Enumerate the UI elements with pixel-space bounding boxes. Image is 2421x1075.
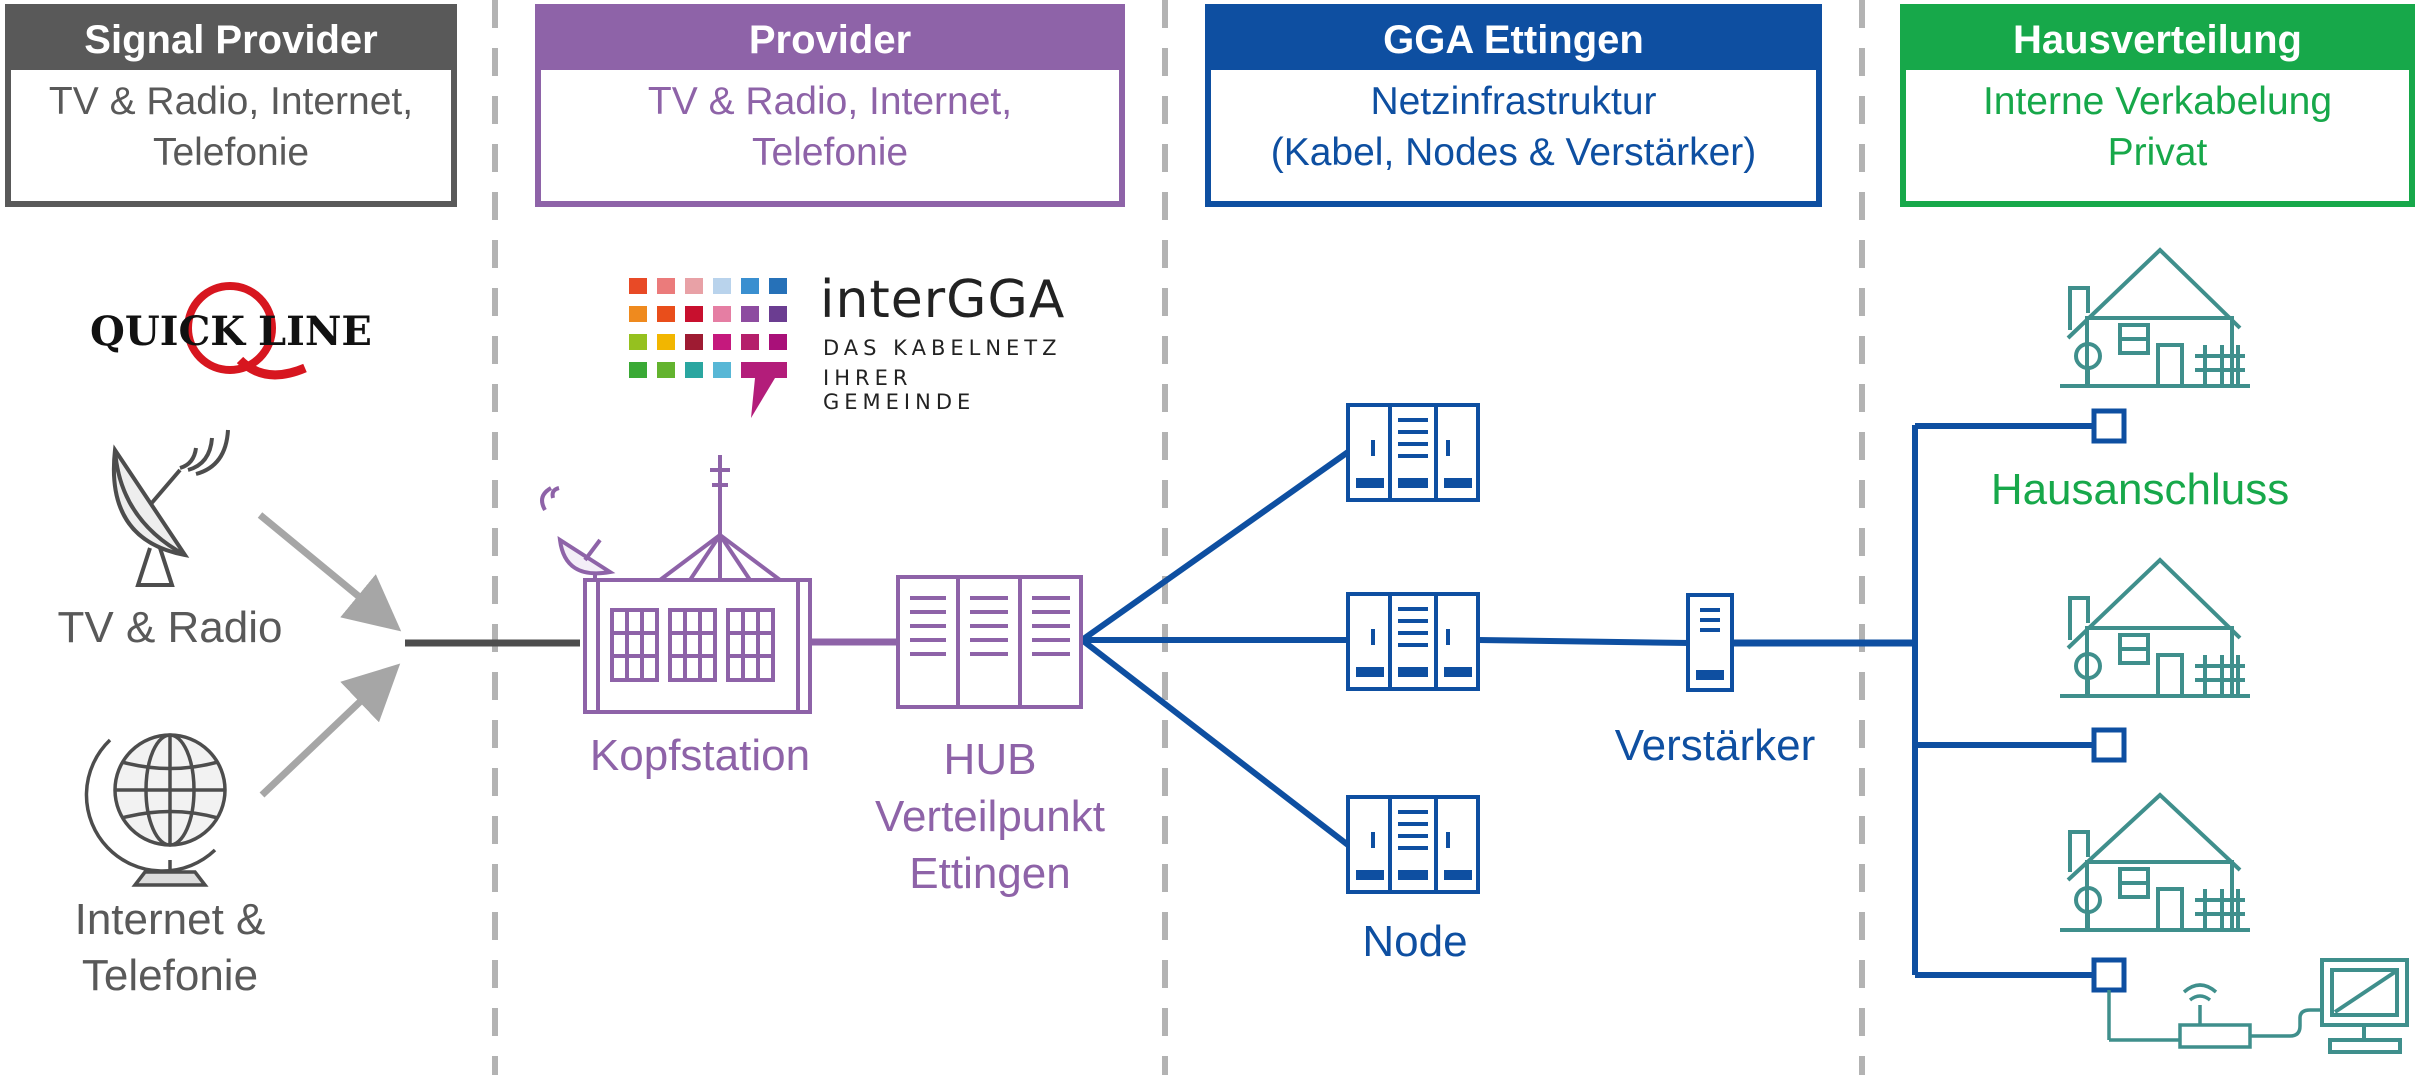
hub-node-top-line — [1080, 449, 1350, 643]
signal-provider-line1: TV & Radio, Internet, — [48, 80, 414, 123]
house-icon — [2060, 247, 2250, 388]
gga-ettingen-title: GGA Ettingen — [1211, 10, 1816, 70]
hub-label-1: HUB — [943, 735, 1037, 784]
tv-radio-arrow — [257, 512, 402, 632]
hausverteilung-line2: Privat — [2107, 131, 2208, 174]
headend-building-icon — [540, 455, 812, 714]
internet-arrow — [259, 663, 401, 798]
house-connection-1 — [2091, 408, 2127, 444]
hausanschluss-label: Hausanschluss — [1990, 465, 2290, 514]
gga-ettingen-line1: Netzinfrastruktur — [1370, 80, 1657, 123]
satellite-dish-icon — [111, 429, 230, 587]
gga-ettingen-line2: (Kabel, Nodes & Verstärker) — [1270, 131, 1757, 174]
intergga-name: interGGA — [820, 270, 1066, 330]
signal-provider-box: Signal Provider TV & Radio, Internet, Te… — [5, 4, 457, 207]
provider-line2: Telefonie — [751, 131, 909, 174]
tv-radio-label: TV & Radio — [57, 603, 283, 652]
internet-label-2: Telefonie — [81, 951, 259, 1000]
kopfstation-label: Kopfstation — [589, 731, 811, 780]
internet-label-1: Internet & — [74, 895, 266, 944]
house-icon — [2060, 557, 2250, 698]
hub-label-2: Verteilpunkt — [875, 792, 1105, 841]
computer-icon — [2320, 958, 2409, 1054]
house-icon — [2060, 792, 2250, 932]
hausverteilung-title: Hausverteilung — [1906, 10, 2409, 70]
hub-label-3: Ettingen — [909, 849, 1071, 898]
hausverteilung-line1: Interne Verkabelung — [1982, 80, 2333, 123]
node-cabinet-icon — [1346, 403, 1480, 502]
signal-provider-line2: Telefonie — [152, 131, 310, 174]
quickline-logo-right: LINE — [258, 308, 372, 355]
intergga-tagline-2: IHRER GEMEINDE — [823, 366, 976, 414]
node-cabinet-icon — [1346, 592, 1480, 691]
amplifier-icon — [1686, 593, 1734, 692]
router-icon — [2107, 983, 2325, 1049]
gga-ettingen-box: GGA Ettingen Netzinfrastruktur (Kabel, N… — [1205, 4, 1822, 207]
provider-box: Provider TV & Radio, Internet, Telefonie — [535, 4, 1125, 207]
provider-line1: TV & Radio, Internet, — [647, 80, 1013, 123]
intergga-tagline-1: DAS KABELNETZ — [823, 336, 1062, 360]
globe-icon — [84, 733, 227, 887]
node-amplifier-line — [1477, 637, 1691, 646]
house-connection-2 — [2091, 727, 2127, 763]
node-cabinet-icon — [1346, 795, 1480, 894]
signal-provider-title: Signal Provider — [11, 10, 451, 70]
hub-node-bottom-line — [1080, 637, 1350, 848]
quickline-logo-left: QUICK — [90, 308, 246, 355]
intergga-logo: interGGA DAS KABELNETZ IHRER GEMEINDE — [625, 270, 1075, 420]
node-label: Node — [1362, 917, 1468, 966]
house-connection-3 — [2091, 957, 2127, 993]
provider-title: Provider — [541, 10, 1119, 70]
hub-cabinet-icon — [896, 575, 1083, 709]
verstaerker-label: Verstärker — [1614, 721, 1816, 770]
quickline-logo: QUICK LINE — [90, 280, 372, 390]
hausverteilung-box: Hausverteilung Interne Verkabelung Priva… — [1900, 4, 2415, 207]
